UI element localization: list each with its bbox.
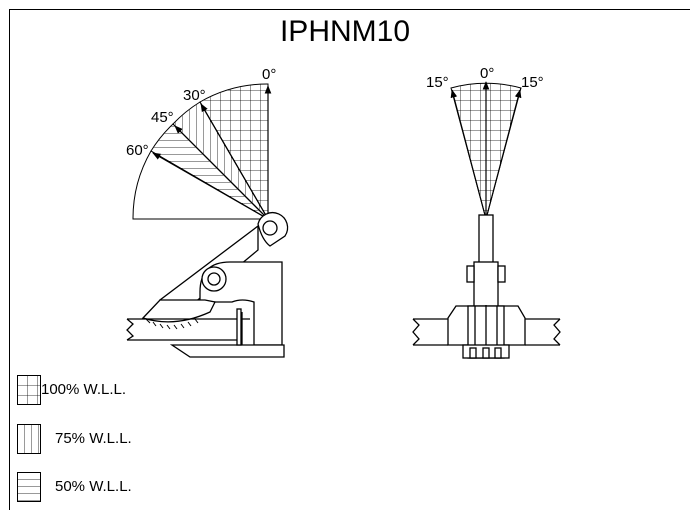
angle-label-45: 45° (151, 109, 174, 126)
legend-item-75: 75% W.L.L. (17, 424, 132, 454)
grid-icon (17, 375, 41, 405)
horizontal-hatch-icon (17, 472, 41, 502)
angle-label-60: 60° (126, 142, 149, 159)
diagram-frame (9, 9, 690, 510)
sector-0-30 (199, 83, 269, 221)
legend-label-50: 50% W.L.L. (55, 478, 132, 495)
arrow-60 (152, 152, 269, 220)
angle-label-30: 30° (183, 87, 206, 104)
legend-item-50: 50% W.L.L. (17, 472, 132, 502)
front-arrow-left (450, 89, 487, 220)
clamp-side-body (126, 212, 289, 358)
front-view: 15° 0° 15° (412, 65, 561, 359)
side-view: 0° 30° 45° 60° (126, 66, 289, 358)
front-angle-center: 0° (480, 65, 494, 82)
front-angle-right: 15° (521, 74, 544, 91)
diagram-title: IPHNM10 (279, 15, 411, 48)
vertical-hatch-icon (17, 424, 41, 454)
clamp-front-body (412, 214, 561, 359)
legend-item-100: 100% W.L.L. (17, 375, 126, 405)
arrow-45 (174, 125, 269, 220)
arrow-30 (200, 103, 269, 220)
front-arrow-right (485, 89, 522, 220)
front-angle-left: 15° (426, 74, 449, 91)
angle-label-0: 0° (262, 66, 276, 83)
legend-label-75: 75% W.L.L. (55, 430, 132, 447)
legend-label-100: 100% W.L.L. (41, 381, 127, 398)
